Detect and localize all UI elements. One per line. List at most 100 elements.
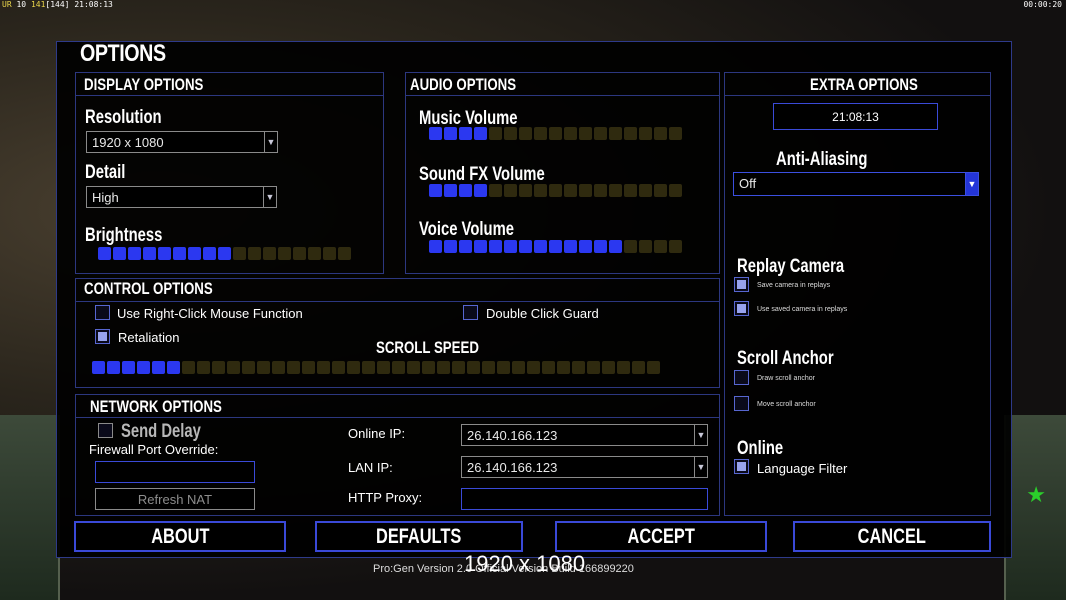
slider-segment[interactable] [293, 247, 306, 260]
slider-segment[interactable] [542, 361, 555, 374]
slider-segment[interactable] [143, 247, 156, 260]
slider-segment[interactable] [272, 361, 285, 374]
detail-dropdown[interactable]: High ▼ [86, 186, 277, 208]
slider-segment[interactable] [113, 247, 126, 260]
slider-segment[interactable] [182, 361, 195, 374]
slider-segment[interactable] [152, 361, 165, 374]
slider-segment[interactable] [233, 247, 246, 260]
slider-segment[interactable] [624, 127, 637, 140]
slider-segment[interactable] [308, 247, 321, 260]
slider-segment[interactable] [459, 240, 472, 253]
music-volume-slider[interactable] [429, 127, 682, 140]
slider-segment[interactable] [278, 247, 291, 260]
slider-segment[interactable] [452, 361, 465, 374]
resolution-dropdown[interactable]: 1920 x 1080 ▼ [86, 131, 278, 153]
slider-segment[interactable] [218, 247, 231, 260]
slider-segment[interactable] [98, 247, 111, 260]
slider-segment[interactable] [519, 184, 532, 197]
slider-segment[interactable] [392, 361, 405, 374]
slider-segment[interactable] [654, 240, 667, 253]
slider-segment[interactable] [534, 184, 547, 197]
slider-segment[interactable] [587, 361, 600, 374]
right-click-checkbox[interactable] [95, 305, 110, 320]
slider-segment[interactable] [639, 127, 652, 140]
slider-segment[interactable] [557, 361, 570, 374]
slider-segment[interactable] [122, 361, 135, 374]
slider-segment[interactable] [564, 240, 577, 253]
slider-segment[interactable] [227, 361, 240, 374]
send-delay-checkbox[interactable] [98, 423, 113, 438]
slider-segment[interactable] [639, 184, 652, 197]
slider-segment[interactable] [323, 247, 336, 260]
slider-segment[interactable] [534, 127, 547, 140]
slider-segment[interactable] [137, 361, 150, 374]
slider-segment[interactable] [482, 361, 495, 374]
brightness-slider[interactable] [98, 247, 351, 260]
slider-segment[interactable] [489, 127, 502, 140]
slider-segment[interactable] [489, 240, 502, 253]
slider-segment[interactable] [203, 247, 216, 260]
slider-segment[interactable] [128, 247, 141, 260]
slider-segment[interactable] [362, 361, 375, 374]
slider-segment[interactable] [444, 184, 457, 197]
slider-segment[interactable] [617, 361, 630, 374]
slider-segment[interactable] [437, 361, 450, 374]
slider-segment[interactable] [527, 361, 540, 374]
slider-segment[interactable] [497, 361, 510, 374]
slider-segment[interactable] [158, 247, 171, 260]
scroll-speed-slider[interactable] [92, 361, 660, 374]
slider-segment[interactable] [609, 127, 622, 140]
slider-segment[interactable] [647, 361, 660, 374]
http-proxy-input[interactable] [461, 488, 708, 510]
sound-fx-volume-slider[interactable] [429, 184, 682, 197]
slider-segment[interactable] [549, 240, 562, 253]
slider-segment[interactable] [594, 127, 607, 140]
refresh-nat-button[interactable]: Refresh NAT [95, 488, 255, 510]
slider-segment[interactable] [407, 361, 420, 374]
slider-segment[interactable] [609, 184, 622, 197]
slider-segment[interactable] [459, 184, 472, 197]
language-filter-checkbox[interactable] [734, 459, 749, 474]
slider-segment[interactable] [167, 361, 180, 374]
slider-segment[interactable] [263, 247, 276, 260]
slider-segment[interactable] [669, 127, 682, 140]
slider-segment[interactable] [564, 184, 577, 197]
slider-segment[interactable] [639, 240, 652, 253]
slider-segment[interactable] [654, 127, 667, 140]
slider-segment[interactable] [173, 247, 186, 260]
firewall-port-input[interactable] [95, 461, 255, 483]
slider-segment[interactable] [338, 247, 351, 260]
slider-segment[interactable] [429, 240, 442, 253]
slider-segment[interactable] [429, 127, 442, 140]
slider-segment[interactable] [579, 127, 592, 140]
about-button[interactable]: ABOUT [74, 521, 286, 552]
move-scroll-anchor-checkbox[interactable] [734, 396, 749, 411]
retaliation-checkbox[interactable] [95, 329, 110, 344]
slider-segment[interactable] [669, 184, 682, 197]
slider-segment[interactable] [107, 361, 120, 374]
slider-segment[interactable] [654, 184, 667, 197]
slider-segment[interactable] [594, 240, 607, 253]
slider-segment[interactable] [632, 361, 645, 374]
slider-segment[interactable] [242, 361, 255, 374]
slider-segment[interactable] [579, 184, 592, 197]
slider-segment[interactable] [429, 184, 442, 197]
slider-segment[interactable] [549, 127, 562, 140]
slider-segment[interactable] [504, 127, 517, 140]
slider-segment[interactable] [669, 240, 682, 253]
slider-segment[interactable] [197, 361, 210, 374]
slider-segment[interactable] [504, 184, 517, 197]
slider-segment[interactable] [602, 361, 615, 374]
slider-segment[interactable] [188, 247, 201, 260]
slider-segment[interactable] [474, 240, 487, 253]
slider-segment[interactable] [512, 361, 525, 374]
slider-segment[interactable] [444, 240, 457, 253]
slider-segment[interactable] [594, 184, 607, 197]
voice-volume-slider[interactable] [429, 240, 682, 253]
slider-segment[interactable] [474, 184, 487, 197]
cancel-button[interactable]: CANCEL [793, 521, 991, 552]
slider-segment[interactable] [504, 240, 517, 253]
slider-segment[interactable] [579, 240, 592, 253]
slider-segment[interactable] [609, 240, 622, 253]
save-camera-checkbox[interactable] [734, 277, 749, 292]
